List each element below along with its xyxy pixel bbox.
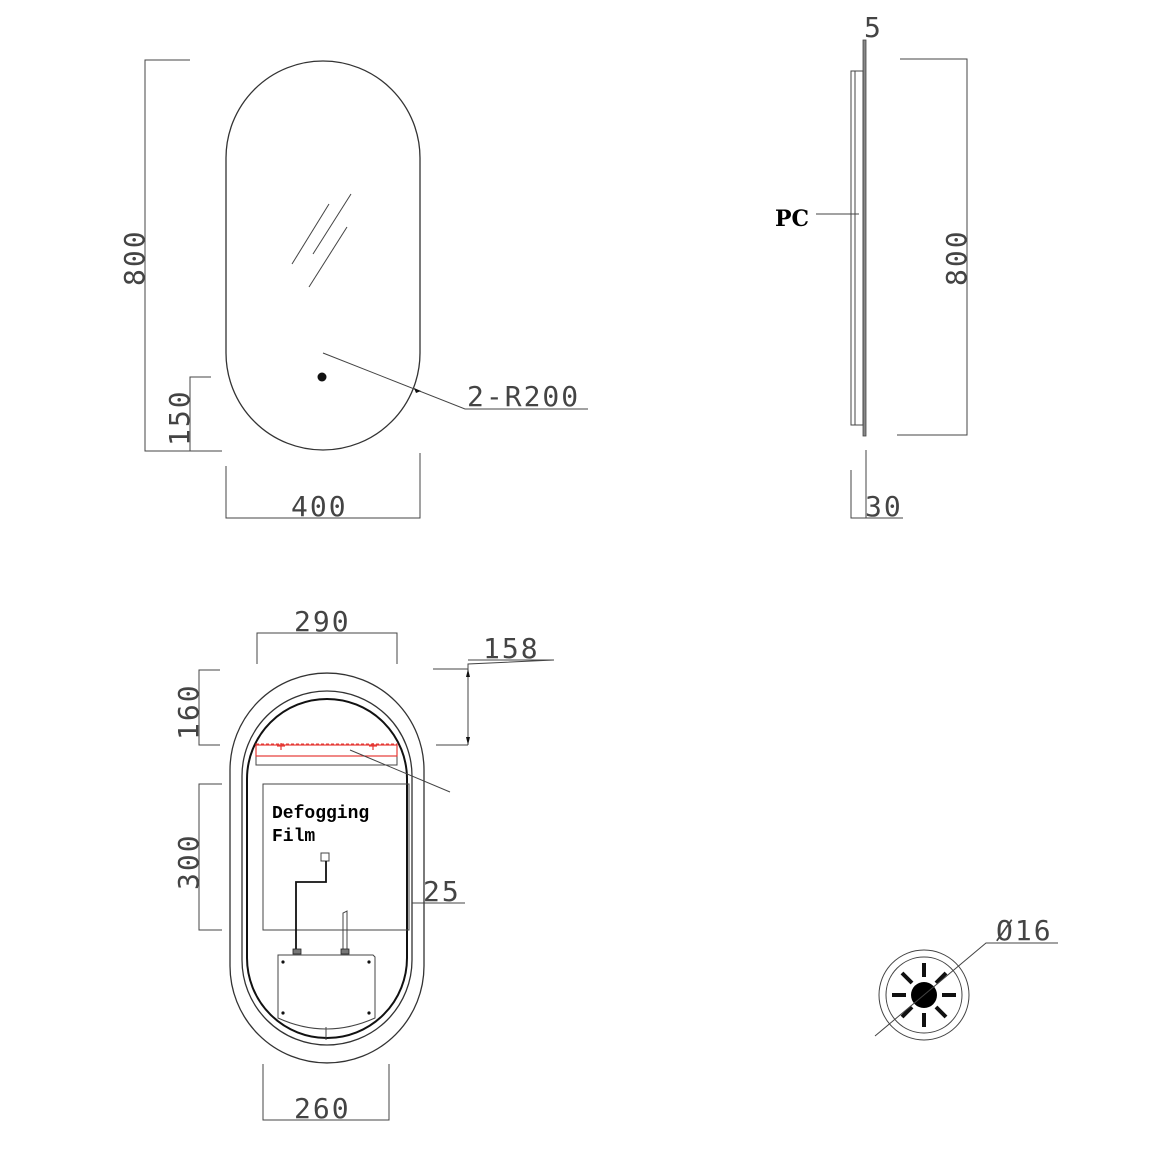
side-height-label: 800 [940,229,973,286]
side-view: 5 PC 800 30 [775,11,973,523]
sensor-height-label: 150 [163,389,196,446]
film-height-label: 300 [172,833,205,890]
top-offset-dimension-line [198,669,220,746]
top-width-dimension-line [256,632,398,664]
height-label: 800 [118,229,151,286]
radius-leader-line [322,352,588,410]
top-offset-label: 160 [172,683,205,740]
radius-label: 2-R200 [467,380,580,413]
film-label-line1: Defogging [272,804,369,824]
wire-clip [292,948,302,955]
wire-clip [340,948,350,955]
film-connector [320,852,330,862]
bottom-width-label: 260 [294,1092,351,1125]
bottom-width-dimension-line [262,1064,390,1121]
top-thickness-label: 5 [864,11,883,44]
sensor-height-dimension-line [189,376,211,451]
control-box [277,954,376,1030]
arrow-down-icon [466,737,470,745]
width-label: 400 [291,490,348,523]
back-view: Defogging Film 290 160 300 158 [172,605,555,1125]
control-box-screw-icon [281,960,371,1015]
sun-icon [892,963,956,1027]
pc-body [850,70,864,426]
top-width-label: 290 [294,605,351,638]
touch-sensor-dot [317,372,327,382]
height-dimension-line [144,59,222,452]
frame-middle [241,690,413,1046]
film-height-dimension-line [198,783,222,931]
diameter-label: Ø16 [996,914,1053,947]
radius-arrow-icon [414,388,421,393]
switch-inner-ring [885,956,963,1034]
film-wire [295,861,327,950]
diameter-leader-line [874,942,1058,1037]
arrow-up-icon [466,669,470,677]
width-dimension-line [225,453,421,519]
mirror-outline [225,60,421,451]
film-label-line2: Film [272,827,315,847]
led-bracket [255,744,398,766]
frame-width-label: 25 [423,875,461,908]
switch-detail: Ø16 [874,914,1058,1041]
side-height-dimension-line [897,58,968,436]
front-view: 2-R200 800 150 400 [118,59,588,523]
bracket-leader-line [349,749,451,793]
reflection-icon [291,193,352,288]
material-label: PC [775,206,809,232]
depth-label: 30 [865,490,903,523]
bracket-offset-label: 158 [483,632,540,665]
bracket-screw-icon [277,743,377,750]
frame-inner [246,698,408,1039]
power-wire [342,910,348,950]
defogging-film [262,783,410,931]
depth-dimension-line [850,470,903,519]
bracket-offset-dimension-line [433,659,555,670]
frame-outer [229,672,425,1064]
switch-outer-ring [878,949,970,1041]
